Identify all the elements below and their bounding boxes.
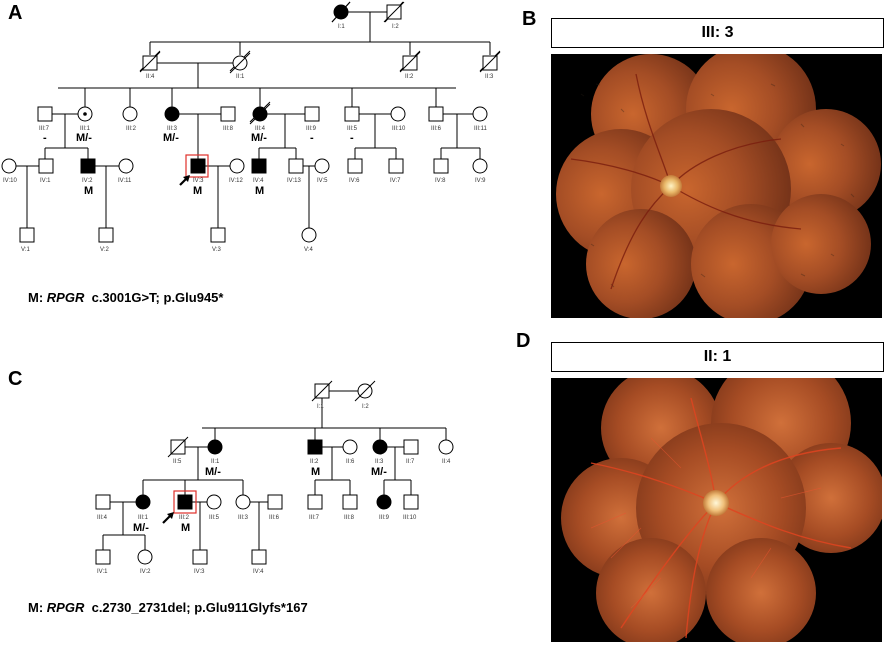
id-label: IV:4: [253, 178, 264, 184]
id-label: III:5: [209, 515, 220, 521]
fundus-b-title: III: 3: [551, 18, 884, 48]
id-label: II:4: [146, 74, 155, 80]
id-label: IV:1: [40, 178, 51, 184]
mutation-text-a: M: RPGR c.3001G>T; p.Glu945*: [28, 290, 223, 305]
id-label: III:4: [97, 515, 108, 521]
fundus-image-b: [551, 54, 882, 318]
id-label: II:1: [236, 74, 245, 80]
id-label: III:9: [306, 126, 317, 132]
genotype-label: M/-: [205, 466, 221, 478]
id-label: V:3: [212, 247, 221, 253]
id-label: III:6: [269, 515, 280, 521]
mutation-prefix: M:: [28, 290, 44, 305]
id-label: II:5: [173, 459, 182, 465]
id-label: IV:3: [194, 569, 205, 575]
id-label: III:7: [39, 126, 50, 132]
genotype-label: M: [311, 466, 320, 478]
genotype-label: M: [193, 185, 202, 197]
panel-label-d: D: [516, 330, 531, 352]
panel-label-b: B: [522, 8, 537, 30]
genotype-label: M/-: [251, 132, 267, 144]
pedigree-c: I:1 I:2 II:5 II:1 II:2 II:6 II:3 II:7 II…: [95, 380, 454, 575]
genotype-label: -: [43, 132, 47, 144]
id-label: III:8: [223, 126, 234, 132]
mutation-description: c.3001G>T; p.Glu945*: [91, 290, 224, 305]
id-label: IV:4: [253, 569, 264, 575]
id-label: IV:5: [317, 178, 328, 184]
fundus-photo-b: [551, 54, 882, 318]
pedigree-a: I:1 I:2 II:4 II:1 II:2 II:3 III:7 III:1 …: [1, 1, 501, 253]
id-label: IV:9: [475, 178, 486, 184]
panel-label-a: A: [8, 2, 23, 24]
id-label: IV:10: [3, 178, 17, 184]
id-label: IV:7: [390, 178, 401, 184]
genotype-label: M/-: [133, 522, 149, 534]
id-label: V:2: [100, 247, 109, 253]
id-label: II:7: [406, 459, 415, 465]
fundus-photo-d: [551, 378, 882, 642]
genotype-label: -: [310, 132, 314, 144]
id-label: II:6: [346, 459, 355, 465]
id-label: II:2: [310, 459, 319, 465]
id-label: IV:1: [97, 569, 108, 575]
genotype-label: M: [84, 185, 93, 197]
id-label: I:1: [317, 404, 324, 410]
id-label: IV:2: [140, 569, 151, 575]
id-label: III:5: [347, 126, 358, 132]
id-label: II:4: [442, 459, 451, 465]
id-label: IV:2: [82, 178, 93, 184]
mutation-description: c.2730_2731del; p.Glu911Glyfs*167: [91, 600, 308, 615]
id-label: III:6: [431, 126, 442, 132]
id-label: III:11: [474, 126, 488, 132]
genotype-label: M/-: [163, 132, 179, 144]
id-label: III:9: [379, 515, 390, 521]
id-label: III:3: [167, 126, 178, 132]
id-label: IV:3: [193, 178, 204, 184]
id-label: III:2: [179, 515, 190, 521]
id-label: V:1: [21, 247, 30, 253]
id-label: IV:8: [435, 178, 446, 184]
id-label: IV:12: [229, 178, 243, 184]
id-label: I:1: [338, 24, 345, 30]
id-label: III:4: [255, 126, 266, 132]
fundus-d-title: II: 1: [551, 342, 884, 372]
id-label: IV:6: [349, 178, 360, 184]
id-label: III:3: [238, 515, 249, 521]
id-label: III:8: [344, 515, 355, 521]
id-label: IV:11: [118, 178, 132, 184]
genotype-label: -: [350, 132, 354, 144]
gene-name: RPGR: [46, 600, 85, 615]
id-label: III:10: [392, 126, 406, 132]
id-label: IV:13: [287, 178, 301, 184]
mutation-prefix: M:: [28, 600, 44, 615]
gene-name: RPGR: [46, 290, 85, 305]
panel-label-c: C: [8, 368, 23, 390]
id-label: II:2: [405, 74, 414, 80]
id-label: I:2: [362, 404, 369, 410]
id-label: III:1: [138, 515, 149, 521]
id-label: II:1: [211, 459, 220, 465]
genotype-label: M/-: [371, 466, 387, 478]
id-label: III:10: [403, 515, 417, 521]
id-label: I:2: [392, 24, 399, 30]
id-label: II:3: [485, 74, 494, 80]
id-label: III:2: [126, 126, 137, 132]
fundus-image-d: [551, 378, 882, 642]
genotype-label: M/-: [76, 132, 92, 144]
id-label: III:7: [309, 515, 320, 521]
genotype-label: M: [255, 185, 264, 197]
id-label: II:3: [375, 459, 384, 465]
genotype-label: M: [181, 522, 190, 534]
mutation-text-c: M: RPGR c.2730_2731del; p.Glu911Glyfs*16…: [28, 600, 308, 615]
id-label: V:4: [304, 247, 313, 253]
id-label: III:1: [80, 126, 91, 132]
